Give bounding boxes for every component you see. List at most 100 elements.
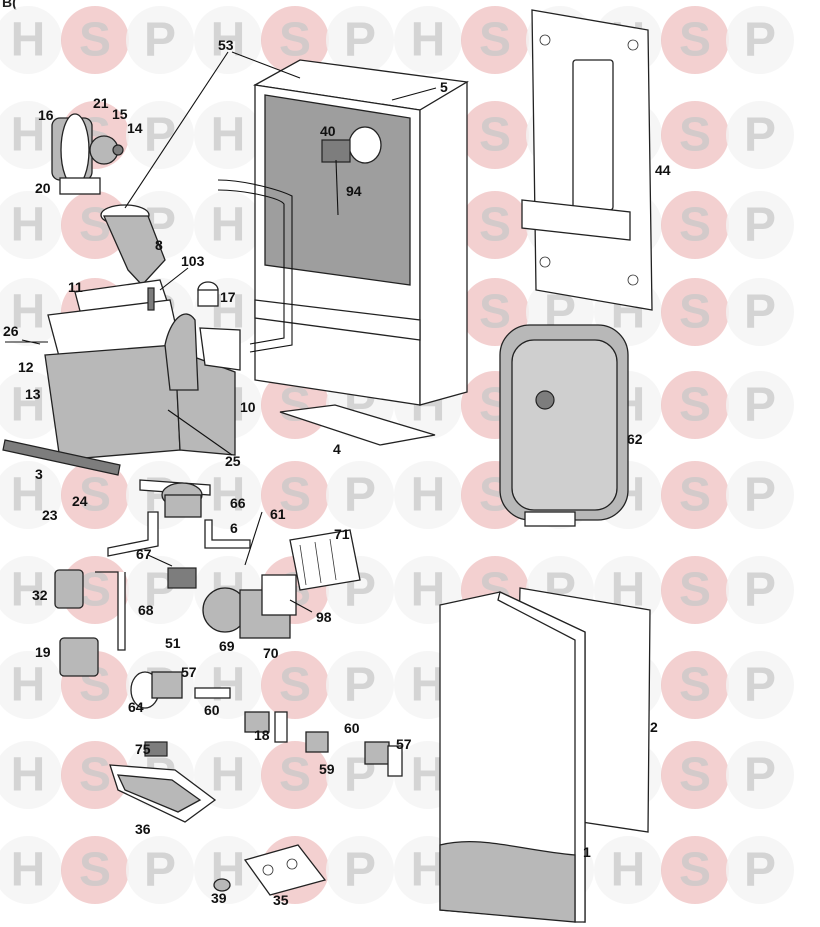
label-57-bottom: 57 <box>396 736 412 752</box>
watermark-circle <box>726 741 794 809</box>
watermark-letter: P <box>744 844 776 897</box>
watermark-letter: S <box>279 469 311 522</box>
main-chassis <box>217 59 469 406</box>
watermark-circle <box>61 461 129 529</box>
watermark-circle <box>61 741 129 809</box>
corner-text: B( <box>2 0 17 10</box>
fan-assembly <box>51 113 124 195</box>
label-25: 25 <box>225 453 241 469</box>
watermark-letter: S <box>679 379 711 432</box>
label-57-top: 57 <box>181 664 197 680</box>
watermark-circle <box>194 741 262 809</box>
label-11: 11 <box>68 279 83 295</box>
label-2: 2 <box>650 719 658 735</box>
label-59: 59 <box>319 761 335 777</box>
watermark-letter: P <box>144 109 176 162</box>
watermark-circle <box>0 371 62 439</box>
watermark-circle <box>726 836 794 904</box>
watermark-letter: P <box>344 659 376 712</box>
watermark-letter: S <box>679 844 711 897</box>
watermark-circle <box>261 461 329 529</box>
watermark-circle <box>726 101 794 169</box>
watermark-circle <box>661 556 729 624</box>
part-36-control-box <box>109 741 217 823</box>
watermark-letter: P <box>344 844 376 897</box>
watermark-circle <box>394 6 462 74</box>
watermark-letter: H <box>11 199 46 252</box>
label-12: 12 <box>18 359 34 375</box>
watermark-letter: S <box>79 469 111 522</box>
watermark-circle <box>194 651 262 719</box>
watermark-letter: P <box>344 469 376 522</box>
watermark-circle <box>726 651 794 719</box>
watermark-letter: S <box>279 749 311 802</box>
part-62-expansion-vessel <box>499 324 629 527</box>
label-61: 61 <box>270 506 286 522</box>
watermark-letter: H <box>11 659 46 712</box>
watermark-letter: H <box>211 109 246 162</box>
watermark-circle <box>461 6 529 74</box>
label-39: 39 <box>211 890 227 906</box>
watermark-circle <box>261 651 329 719</box>
watermark-letter: S <box>79 844 111 897</box>
part-44-wall-bracket <box>521 9 653 311</box>
watermark-letter: S <box>79 199 111 252</box>
watermark-circle <box>326 836 394 904</box>
watermark-circle <box>461 191 529 259</box>
watermark-circle <box>194 836 262 904</box>
label-35: 35 <box>273 892 289 908</box>
watermark-circle <box>661 461 729 529</box>
watermark-letter: H <box>11 749 46 802</box>
label-18: 18 <box>254 727 270 743</box>
leader-lines <box>21 51 437 613</box>
watermark-letter: P <box>744 109 776 162</box>
label-5: 5 <box>440 79 448 95</box>
part-71-plate-heat-exchanger <box>289 529 361 591</box>
watermark-letter: S <box>479 199 511 252</box>
watermark-letter: P <box>744 379 776 432</box>
watermark-letter: S <box>679 109 711 162</box>
label-20: 20 <box>35 180 51 196</box>
watermark-letter: H <box>611 844 646 897</box>
watermark-letter: S <box>679 659 711 712</box>
watermark-letter: H <box>11 564 46 617</box>
watermark-letter: S <box>679 14 711 67</box>
label-23: 23 <box>42 507 58 523</box>
part-17-sensor <box>197 281 219 307</box>
watermark-circle <box>194 191 262 259</box>
label-69: 69 <box>219 638 235 654</box>
watermark-letter: P <box>744 564 776 617</box>
watermark-circle <box>726 6 794 74</box>
watermark-circle <box>61 6 129 74</box>
watermark-letter: S <box>679 469 711 522</box>
watermark-letter: P <box>744 286 776 339</box>
watermark-letter: S <box>479 14 511 67</box>
watermark-circle <box>194 461 262 529</box>
part-4-bottom-plate <box>279 404 436 446</box>
label-51: 51 <box>165 635 181 651</box>
pump-assembly <box>167 567 297 639</box>
label-8: 8 <box>155 237 163 253</box>
watermark-circle <box>0 278 62 346</box>
watermark-letter: S <box>679 749 711 802</box>
label-21: 21 <box>93 95 109 111</box>
watermark-circle <box>261 6 329 74</box>
label-62: 62 <box>627 431 643 447</box>
label-13: 13 <box>25 386 41 402</box>
watermark-circle <box>0 6 62 74</box>
label-1: 1 <box>583 844 591 860</box>
label-103: 103 <box>181 253 205 269</box>
part-19-gas-valve <box>59 637 99 677</box>
watermark-letter: P <box>744 659 776 712</box>
watermark-circle <box>126 836 194 904</box>
label-53: 53 <box>218 37 234 53</box>
watermark-letter: S <box>679 199 711 252</box>
watermark-circle <box>726 461 794 529</box>
label-70: 70 <box>263 645 279 661</box>
watermark-letter: S <box>79 14 111 67</box>
watermark-letter: H <box>211 749 246 802</box>
watermark-letter: P <box>744 14 776 67</box>
part-1-front-panel <box>439 591 586 923</box>
watermark-letter: H <box>211 469 246 522</box>
